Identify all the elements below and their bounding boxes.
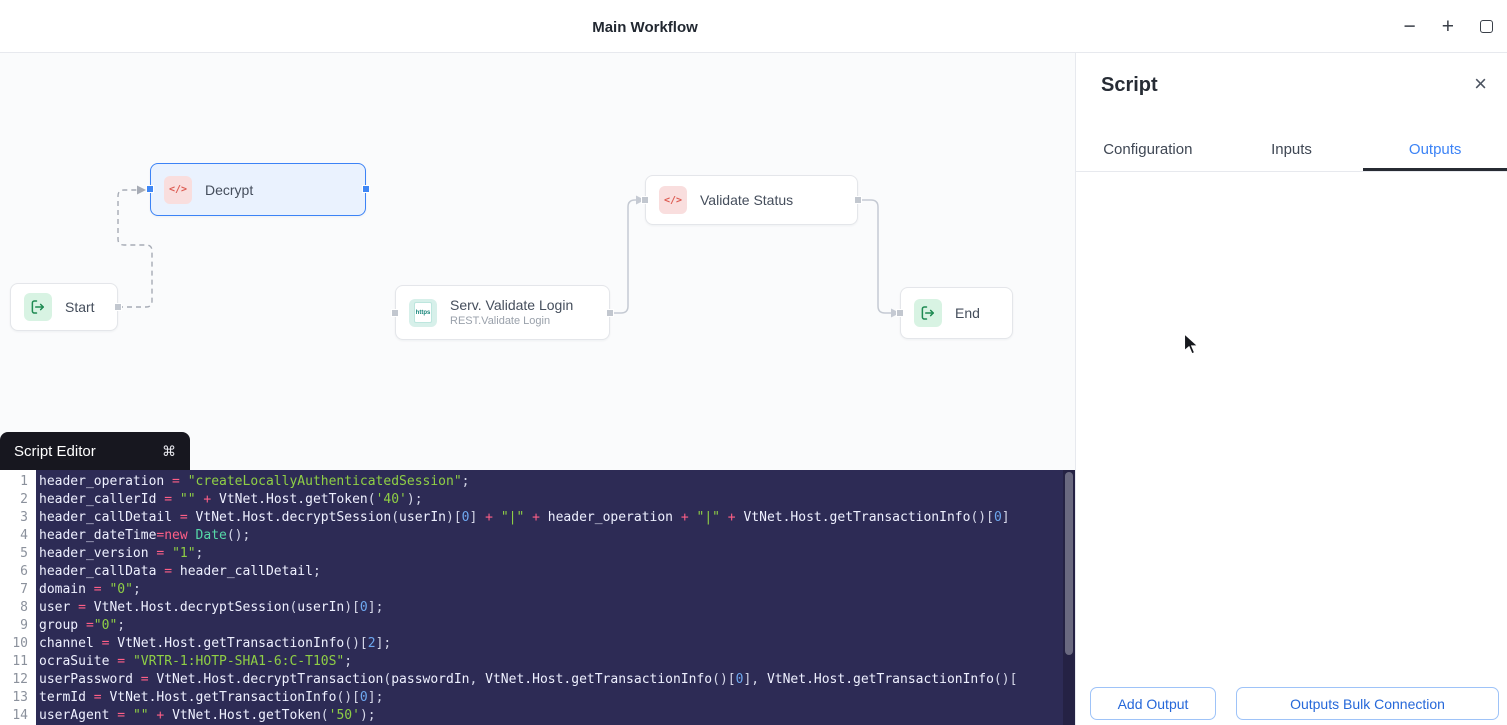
node-end[interactable]: End — [900, 287, 1013, 339]
edge-validate-end — [858, 199, 891, 314]
node-validate-status[interactable]: </> Validate Status — [645, 175, 858, 225]
script-node-icon: </> — [164, 175, 192, 204]
titlebar: Main Workflow − + — [0, 0, 1507, 53]
code-line[interactable]: header_operation = "createLocallyAuthent… — [39, 474, 470, 489]
window-title: Main Workflow — [592, 19, 698, 36]
line-number: 10 — [12, 636, 28, 651]
line-number: 1 — [20, 474, 28, 489]
start-icon — [24, 293, 52, 321]
node-label: Serv. Validate Login — [450, 297, 574, 313]
port-decrypt-left[interactable] — [146, 185, 154, 193]
minimize-icon: − — [1403, 14, 1416, 38]
node-label: End — [955, 305, 980, 321]
mouse-cursor — [1183, 333, 1200, 355]
panel-footer: Add Output Outputs Bulk Connection — [1090, 687, 1499, 720]
plus-icon: + — [1441, 14, 1454, 38]
port-start-right[interactable] — [114, 303, 122, 311]
code-line[interactable]: userAgent = "" + VtNet.Host.getToken('50… — [39, 708, 376, 723]
maximize-button[interactable] — [1480, 19, 1493, 33]
code-line[interactable]: header_callerId = "" + VtNet.Host.getTok… — [39, 492, 423, 507]
node-sublabel: REST.Validate Login — [450, 315, 551, 327]
node-text: Serv. Validate Login REST.Validate Login — [450, 297, 573, 328]
code-line[interactable]: userPassword = VtNet.Host.decryptTransac… — [39, 672, 1018, 687]
line-number: 9 — [20, 618, 28, 633]
edge-serv-validate — [610, 199, 636, 314]
end-icon — [914, 299, 942, 327]
port-serv-left[interactable] — [391, 309, 399, 317]
rest-node-icon: https — [409, 298, 437, 327]
code-line[interactable]: ocraSuite = "VRTR-1:HOTP-SHA1-6:C-T10S"; — [39, 654, 353, 669]
node-decrypt[interactable]: </> Decrypt — [150, 163, 366, 216]
add-output-button[interactable]: Add Output — [1090, 687, 1216, 720]
line-number: 11 — [12, 654, 28, 669]
line-number: 12 — [12, 672, 28, 687]
line-number: 6 — [20, 564, 28, 579]
https-doc-icon: https — [414, 302, 432, 323]
tab-outputs[interactable]: Outputs — [1363, 130, 1507, 171]
command-icon[interactable]: ⌘ — [162, 442, 176, 459]
port-validate-left[interactable] — [641, 196, 649, 204]
node-label: Start — [65, 299, 95, 315]
node-label: Decrypt — [205, 181, 254, 198]
panel-tabs: Configuration Inputs Outputs — [1076, 130, 1507, 172]
port-serv-right[interactable] — [606, 309, 614, 317]
minimize-button[interactable]: − — [1403, 16, 1415, 37]
line-number: 8 — [20, 600, 28, 615]
line-number: 4 — [20, 528, 28, 543]
line-number: 3 — [20, 510, 28, 525]
script-node-icon: </> — [659, 186, 687, 214]
editor-scrollbar[interactable] — [1063, 470, 1075, 725]
code-line[interactable]: channel = VtNet.Host.getTransactionInfo(… — [39, 636, 392, 651]
edge-start-decrypt-arrow — [137, 185, 146, 195]
new-tab-button[interactable]: + — [1442, 16, 1454, 37]
maximize-icon — [1480, 19, 1493, 33]
editor-scrollbar-thumb[interactable] — [1065, 472, 1073, 655]
edge-validate-end-arrow — [891, 308, 900, 318]
edge-serv-validate-arrow — [636, 195, 645, 205]
code-area[interactable]: header_operation = "createLocallyAuthent… — [36, 470, 1063, 725]
code-line[interactable]: header_version = "1"; — [39, 546, 204, 561]
window-controls: − + — [1403, 0, 1493, 52]
node-label: Validate Status — [700, 192, 794, 208]
line-number: 2 — [20, 492, 28, 507]
code-line[interactable]: header_callDetail = VtNet.Host.decryptSe… — [39, 510, 1010, 525]
tab-configuration[interactable]: Configuration — [1076, 130, 1220, 171]
code-line[interactable]: domain = "0"; — [39, 582, 141, 597]
edge-start-decrypt — [117, 189, 153, 308]
code-line[interactable]: termId = VtNet.Host.getTransactionInfo()… — [39, 690, 384, 705]
script-editor-header[interactable]: Script Editor ⌘ — [0, 432, 190, 470]
line-number: 14 — [12, 708, 28, 723]
node-serv-validate-login[interactable]: https Serv. Validate Login REST.Validate… — [395, 285, 610, 340]
code-line[interactable]: header_callData = header_callDetail; — [39, 564, 321, 579]
code-line[interactable]: header_dateTime=new Date(); — [39, 528, 251, 543]
node-start[interactable]: Start — [10, 283, 118, 331]
line-number: 5 — [20, 546, 28, 561]
script-editor-title: Script Editor — [14, 442, 96, 460]
port-validate-right[interactable] — [854, 196, 862, 204]
line-number: 13 — [12, 690, 28, 705]
port-end-left[interactable] — [896, 309, 904, 317]
tab-inputs[interactable]: Inputs — [1220, 130, 1364, 171]
code-line[interactable]: group ="0"; — [39, 618, 126, 633]
port-decrypt-right[interactable] — [362, 185, 370, 193]
script-panel: Script × Configuration Inputs Outputs Ad… — [1075, 53, 1507, 725]
outputs-bulk-connection-button[interactable]: Outputs Bulk Connection — [1236, 687, 1499, 720]
panel-title: Script — [1101, 74, 1158, 96]
connector-edges — [117, 185, 900, 318]
code-line[interactable]: user = VtNet.Host.decryptSession(userIn)… — [39, 600, 384, 615]
close-icon[interactable]: × — [1474, 71, 1487, 96]
line-number: 7 — [20, 582, 28, 597]
